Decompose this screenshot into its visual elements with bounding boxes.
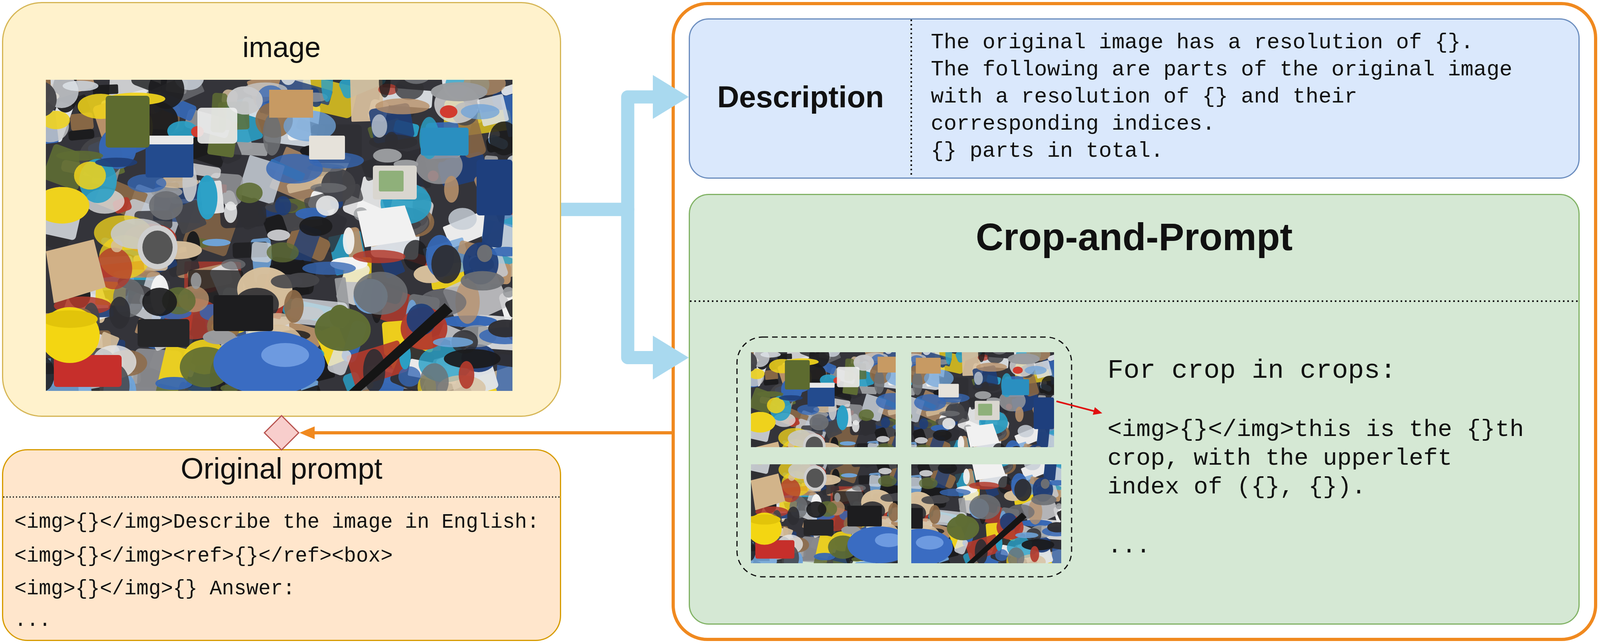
- text-slot: Description: [689, 79, 912, 115]
- text-slot: The original image has a resolution of {…: [930, 29, 1532, 165]
- image-crop: [734, 338, 1055, 554]
- panel-title: image: [3, 30, 560, 64]
- arrowhead: [652, 74, 689, 119]
- text-slot: <img>{}</img>this is the {}th crop, with…: [1107, 415, 1531, 502]
- dotted-rule: [910, 19, 913, 178]
- arrowhead: [299, 426, 315, 440]
- box-title: Description: [689, 79, 912, 115]
- box-title: Crop-and-Prompt: [689, 214, 1579, 259]
- text-slot: <img>{}</img><ref>{}</ref><box>: [14, 542, 553, 571]
- photo-content: [734, 338, 1055, 554]
- pipeline-frame: Description The original image has a reso…: [671, 1, 1598, 641]
- image-panel: image: [1, 1, 562, 417]
- flow-arrow: [561, 74, 689, 210]
- ellipsis: ...: [14, 606, 553, 635]
- prompt-template: <img>{}</img><ref>{}</ref><box>: [14, 542, 553, 571]
- connector-line: [311, 431, 672, 435]
- photo-content: [774, 370, 1101, 590]
- image-crop: [772, 339, 1093, 555]
- connector-line: [561, 96, 663, 210]
- text-slot: Crop-and-Prompt: [689, 214, 1579, 259]
- feedback-arrow: [299, 426, 672, 440]
- image-crop: [774, 370, 1101, 590]
- source-photo: [17, 58, 581, 437]
- crop-layer: [689, 195, 1581, 626]
- photo-content: [772, 339, 1093, 555]
- photo-content: [17, 58, 581, 437]
- ellipsis: ...: [1107, 531, 1267, 561]
- prompt-template: <img>{}</img>Describe the image in Engli…: [14, 508, 553, 537]
- dotted-rule: [3, 496, 560, 498]
- description-text: {} parts in total.: [930, 137, 1532, 165]
- description-text: The following are parts of the original …: [930, 56, 1532, 138]
- pointer-arrow: [1056, 401, 1097, 412]
- text-slot: ...: [1107, 531, 1267, 561]
- flow-arrow: [561, 209, 689, 380]
- photo-content: [734, 368, 1059, 588]
- text-slot: ...: [14, 606, 553, 635]
- crop-and-prompt-box: Crop-and-PromptFor crop in crops: <img>{}…: [688, 193, 1580, 625]
- text-slot: <img>{}</img>Describe the image in Engli…: [14, 508, 553, 537]
- connector-line: [561, 209, 663, 358]
- prompt-panel: Original prompt <img>{}</img>Describe the…: [1, 449, 562, 641]
- dotted-rule: [689, 300, 1579, 302]
- prompt-template: <img>{}</img>{} Answer:: [14, 575, 553, 603]
- loop-body: <img>{}</img>this is the {}th crop, with…: [1107, 415, 1531, 502]
- text-slot: Original prompt: [3, 451, 560, 486]
- description-text: The original image has a resolution of {…: [930, 29, 1532, 57]
- image-crop: [734, 368, 1059, 588]
- loop-header: For crop in crops:: [1107, 354, 1567, 387]
- text-slot: For crop in crops:: [1107, 354, 1567, 387]
- text-slot: image: [3, 30, 560, 64]
- junction-diamond: [264, 415, 299, 450]
- panel-title: Original prompt: [3, 451, 560, 486]
- illustration-layer: [3, 3, 563, 418]
- pointer-arrowhead: [1092, 407, 1103, 415]
- crop-group-outline: [736, 336, 1072, 577]
- arrowhead: [652, 335, 689, 380]
- description-box: Description The original image has a reso…: [688, 18, 1580, 179]
- text-slot: <img>{}</img>{} Answer:: [14, 575, 553, 603]
